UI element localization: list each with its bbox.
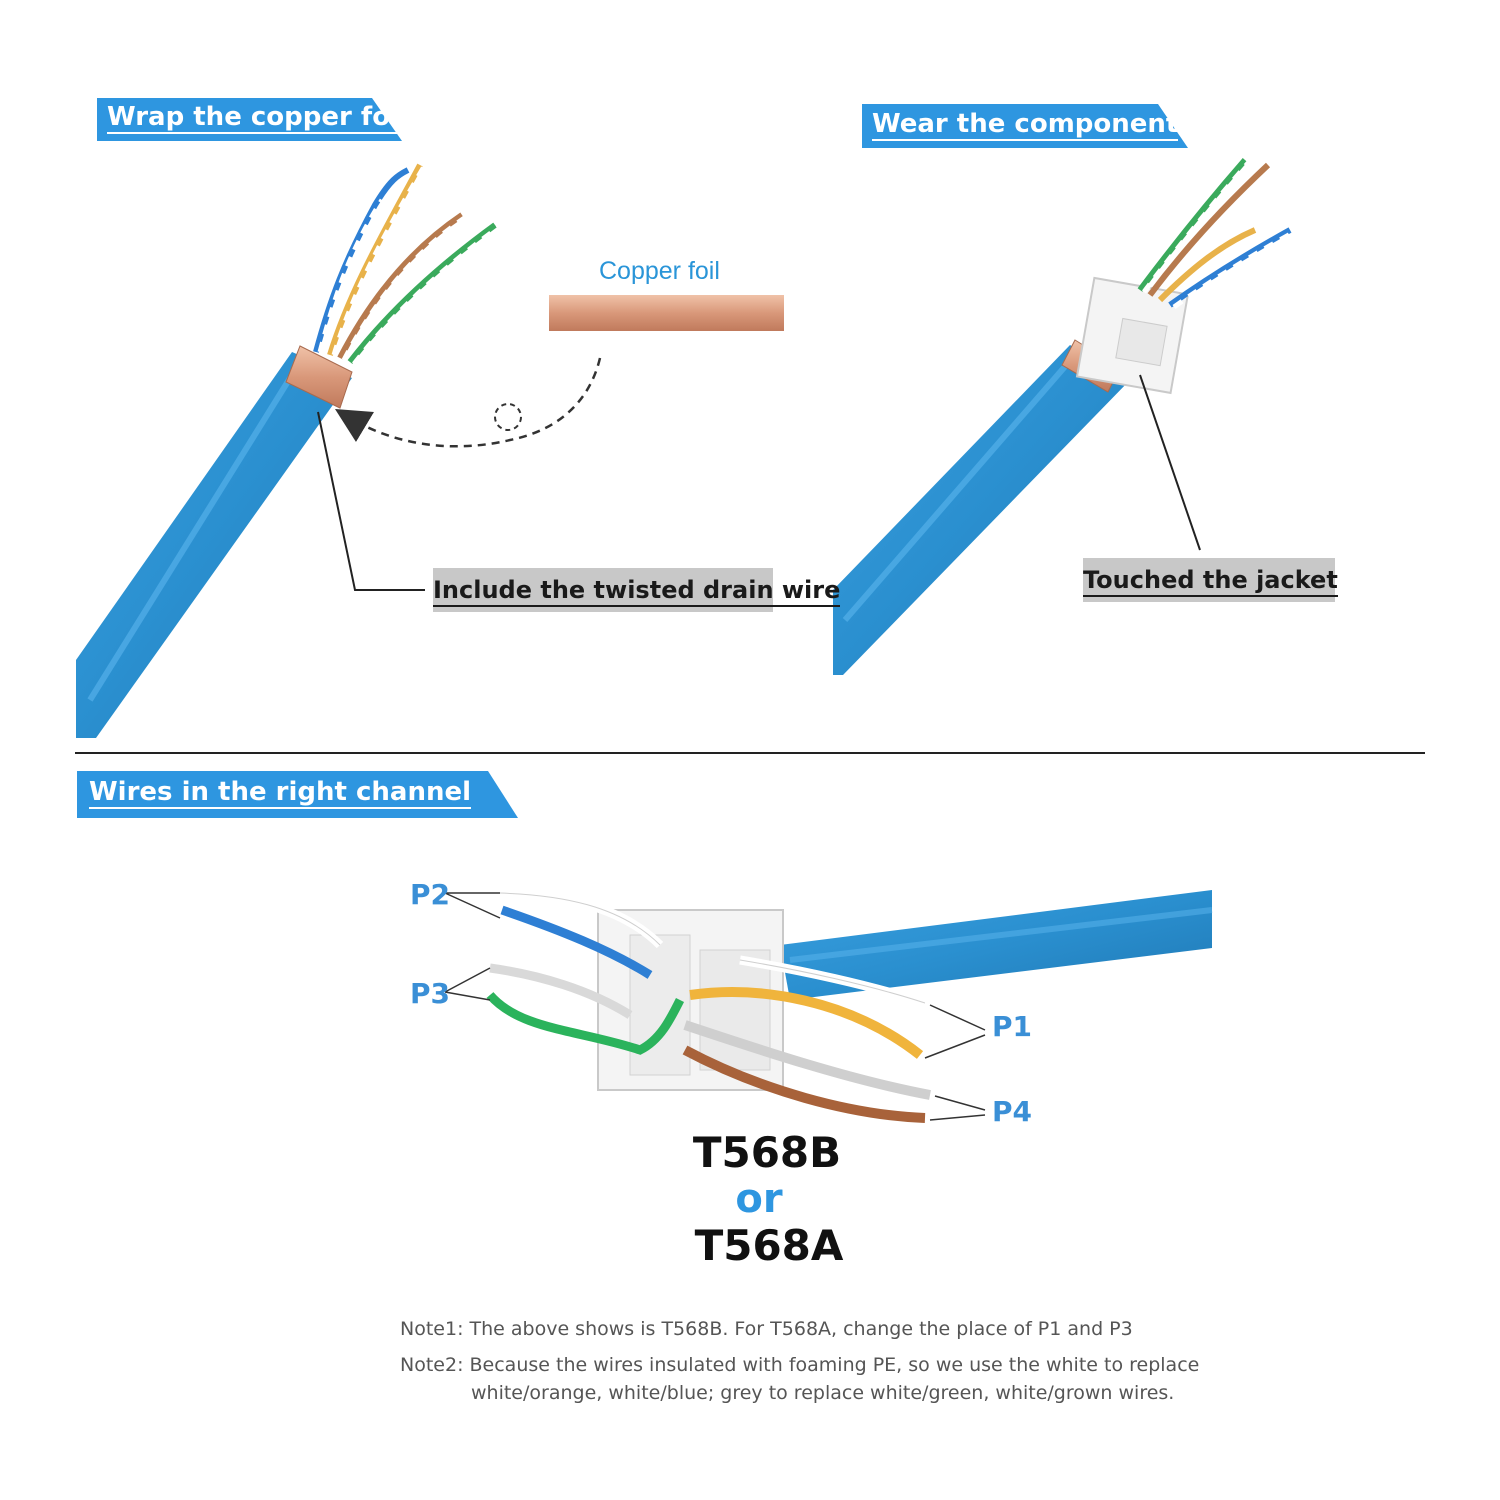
- standard-or: or: [735, 1176, 783, 1222]
- title-wear-component: Wear the component: [872, 109, 1179, 141]
- dashed-arrow-icon: [334, 357, 602, 448]
- cable-wear-panel: [833, 158, 1296, 675]
- note-2-line-2: white/orange, white/blue; grey to replac…: [471, 1382, 1175, 1404]
- twist-loop-icon: [494, 403, 522, 431]
- tag-bg-wrap: [97, 98, 402, 141]
- copper-foil-strip: [549, 295, 784, 331]
- pair-label-p3: P3: [410, 977, 451, 1010]
- title-wrap-copper-foil: Wrap the copper foil: [107, 102, 408, 134]
- pair-label-p2: P2: [410, 878, 451, 911]
- cable-wrap-panel: [76, 163, 784, 738]
- note-2-line-1: Note2: Because the wires insulated with …: [400, 1354, 1200, 1376]
- standard-t568b: T568B: [692, 1128, 842, 1177]
- pair-label-p4: P4: [992, 1095, 1033, 1128]
- callout-drain-wire: Include the twisted drain wire: [433, 568, 841, 612]
- title-wires-channel: Wires in the right channel: [89, 777, 472, 809]
- callout-touched-jacket: Touched the jacket: [1083, 558, 1338, 602]
- cable-channel-panel: [444, 888, 1213, 1123]
- standard-t568a: T568A: [694, 1221, 844, 1270]
- tag-bg-channel: [77, 771, 518, 818]
- pair-label-p1: P1: [992, 1010, 1033, 1043]
- note-1: Note1: The above shows is T568B. For T56…: [400, 1318, 1133, 1340]
- copper-foil-caption: Copper foil: [599, 257, 720, 285]
- tag-bg-wear: [862, 104, 1188, 148]
